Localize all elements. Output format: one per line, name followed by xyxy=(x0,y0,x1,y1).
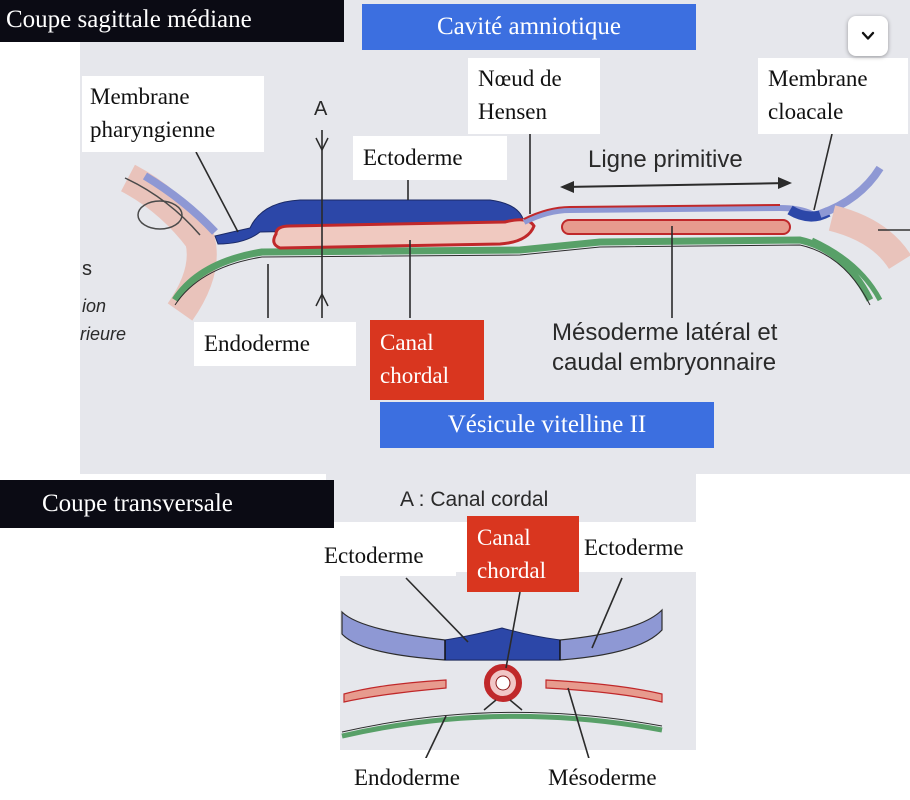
pointer-transverse-endoderm xyxy=(423,715,447,763)
transverse-chordal-canal-lumen xyxy=(495,675,511,691)
sagittal-diagram xyxy=(120,130,910,321)
primitive-streak-arrow xyxy=(563,182,789,188)
expand-button[interactable] xyxy=(848,16,888,56)
ectoderm-caudal-outline xyxy=(523,204,781,220)
pointer-transverse-ectoderm-right xyxy=(591,577,623,649)
transverse-neural-plate xyxy=(444,627,561,661)
left-outer-layer-line xyxy=(124,177,201,236)
pointer-pharyngeal xyxy=(195,151,239,233)
right-amnion-band xyxy=(818,165,884,218)
axis-marker-label: A xyxy=(314,98,328,120)
transverse-mesoderm-left xyxy=(343,679,447,703)
axis-arrow-bottom xyxy=(315,292,329,307)
mesoderm-caudal xyxy=(561,219,791,235)
label-hensen-node-text: Nœud de Hensen xyxy=(478,66,562,124)
primitive-arrow-left-head xyxy=(560,181,574,193)
chevron-down-icon xyxy=(861,31,875,40)
label-transverse-endoderm: Endoderme xyxy=(346,758,496,798)
ectoderm-cranial xyxy=(214,199,525,245)
transverse-mesoderm-right xyxy=(545,679,663,703)
transverse-subtitle: A : Canal cordal xyxy=(400,488,549,511)
axis-arrow-top xyxy=(315,137,329,152)
transverse-endoderm-outline xyxy=(341,711,663,733)
section-title-sagittal: Coupe sagittale médiane xyxy=(0,0,344,42)
primitive-arrow-right-head xyxy=(778,177,792,189)
label-transverse-ectoderm-right: Ectoderme xyxy=(580,528,712,568)
label-yolk-sac: Vésicule vitelline II xyxy=(380,402,714,448)
pointer-transverse-mesoderm xyxy=(567,687,591,763)
transverse-endoderm xyxy=(341,713,663,739)
label-chordal-canal: Canal chordal xyxy=(370,320,484,400)
right-endo-curve xyxy=(810,237,883,302)
label-lateral-mesoderm: Mésoderme latéral et caudal embryonnaire xyxy=(552,319,778,376)
transverse-figure-background xyxy=(326,464,696,522)
partial-text-2: ion xyxy=(82,296,107,316)
endoderm-layer xyxy=(172,236,874,302)
label-transverse-mesoderm: Mésoderme xyxy=(540,758,688,798)
label-primitive-streak: Ligne primitive xyxy=(588,146,743,173)
label-pharyngeal-membrane-text: Membrane pharyngienne xyxy=(90,84,216,142)
left-amnion-band xyxy=(142,172,218,235)
label-endoderm: Endoderme xyxy=(194,322,356,366)
label-transverse-chordal-canal-text: Canal chordal xyxy=(477,525,546,583)
transverse-ectoderm-band xyxy=(341,608,663,661)
label-cloacal-membrane: Membrane cloacale xyxy=(758,58,908,134)
right-outer-layer xyxy=(828,205,910,270)
pointer-cloacal xyxy=(813,133,833,211)
label-cloacal-membrane-text: Membrane cloacale xyxy=(768,66,868,124)
section-title-transverse: Coupe transversale xyxy=(0,480,334,528)
label-ectoderm: Ectoderme xyxy=(353,136,507,180)
chordal-canal-tube xyxy=(272,218,536,250)
canal-arrow-left xyxy=(483,699,497,711)
pointer-transverse-chordal xyxy=(505,591,521,669)
label-amniotic-cavity: Cavité amniotique xyxy=(362,4,696,50)
label-pharyngeal-membrane: Membrane pharyngienne xyxy=(82,76,264,152)
label-chordal-canal-text: Canal chordal xyxy=(380,330,449,388)
partial-text-1: s xyxy=(82,258,92,280)
pointer-transverse-ectoderm-left xyxy=(405,577,469,643)
label-transverse-ectoderm-left: Ectoderme xyxy=(320,536,456,576)
label-transverse-chordal-canal: Canal chordal xyxy=(467,516,579,592)
endoderm-outline xyxy=(174,244,871,306)
partial-text-3: rieure xyxy=(80,324,127,344)
label-hensen-node: Nœud de Hensen xyxy=(468,58,600,134)
canal-arrow-right xyxy=(509,699,523,711)
left-loop xyxy=(137,200,183,230)
